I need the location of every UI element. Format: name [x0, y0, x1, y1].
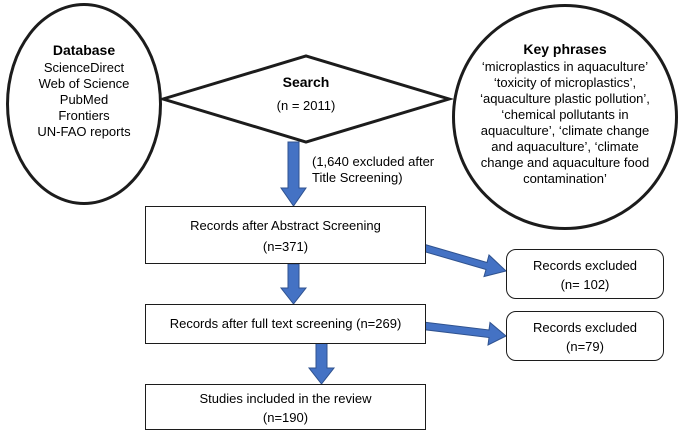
key-phrase-line: and aquaculture’, ‘climate — [491, 139, 639, 154]
arrow-fulltext-to-excluded — [422, 321, 507, 346]
fulltext-screening-label: Records after full text screening (n=269… — [169, 316, 402, 331]
title-screening-note-line: Title Screening) — [312, 170, 403, 185]
excluded-1-count: (n= 102) — [560, 277, 610, 292]
key-phrase-line: ‘chemical pollutants in — [501, 107, 629, 122]
database-item: UN-FAO reports — [37, 124, 131, 139]
abstract-screening-count: (n=371) — [262, 239, 309, 254]
excluded-box-2: Records excluded (n=79) — [506, 311, 664, 361]
excluded-2-label: Records excluded — [532, 320, 638, 335]
excluded-2-count: (n=79) — [566, 339, 604, 354]
abstract-screening-box: Records after Abstract Screening (n=371) — [145, 206, 426, 264]
arrow-fulltext-to-included — [307, 342, 336, 385]
excluded-1-label: Records excluded — [532, 258, 638, 273]
database-item: Web of Science — [38, 76, 130, 91]
key-phrase-line: ‘microplastics in aquaculture’ — [481, 59, 649, 74]
excluded-box-1: Records excluded (n= 102) — [506, 249, 664, 299]
database-item: ScienceDirect — [43, 60, 125, 75]
key-phrase-line: ‘toxicity of microplastics’, — [493, 75, 637, 90]
title-screening-note: (1,640 excluded after Title Screening) — [312, 154, 462, 186]
key-phrase-line: aquaculture’, ‘climate change — [480, 123, 650, 138]
arrow-abstract-to-fulltext — [279, 263, 308, 305]
search-title: Search — [282, 74, 330, 90]
key-phrases-circle: Key phrases ‘microplastics in aquacultur… — [452, 4, 678, 230]
included-box: Studies included in the review (n=190) — [145, 384, 426, 430]
arrow-search-to-abstract — [280, 141, 307, 207]
database-item: Frontiers — [58, 108, 110, 123]
key-phrase-line: ‘aquaculture plastic pollution’, — [480, 91, 650, 106]
fulltext-screening-box: Records after full text screening (n=269… — [145, 304, 426, 344]
database-item: PubMed — [59, 92, 109, 107]
abstract-screening-label: Records after Abstract Screening — [190, 218, 381, 233]
database-ellipse: Database ScienceDirect Web of Science Pu… — [6, 3, 162, 205]
included-label: Studies included in the review — [199, 391, 372, 406]
key-phrase-line: change and aquaculture food — [480, 155, 650, 170]
search-diamond — [157, 54, 455, 144]
key-phrases-title: Key phrases — [523, 41, 607, 57]
key-phrase-line: contamination’ — [523, 171, 607, 186]
arrow-abstract-to-excluded — [423, 243, 508, 278]
search-label-group: Search (n = 2011) — [226, 72, 386, 114]
included-count: (n=190) — [262, 410, 309, 425]
database-title: Database — [52, 42, 116, 58]
title-screening-note-line: (1,640 excluded after — [312, 154, 435, 169]
search-count: (n = 2011) — [276, 98, 336, 113]
